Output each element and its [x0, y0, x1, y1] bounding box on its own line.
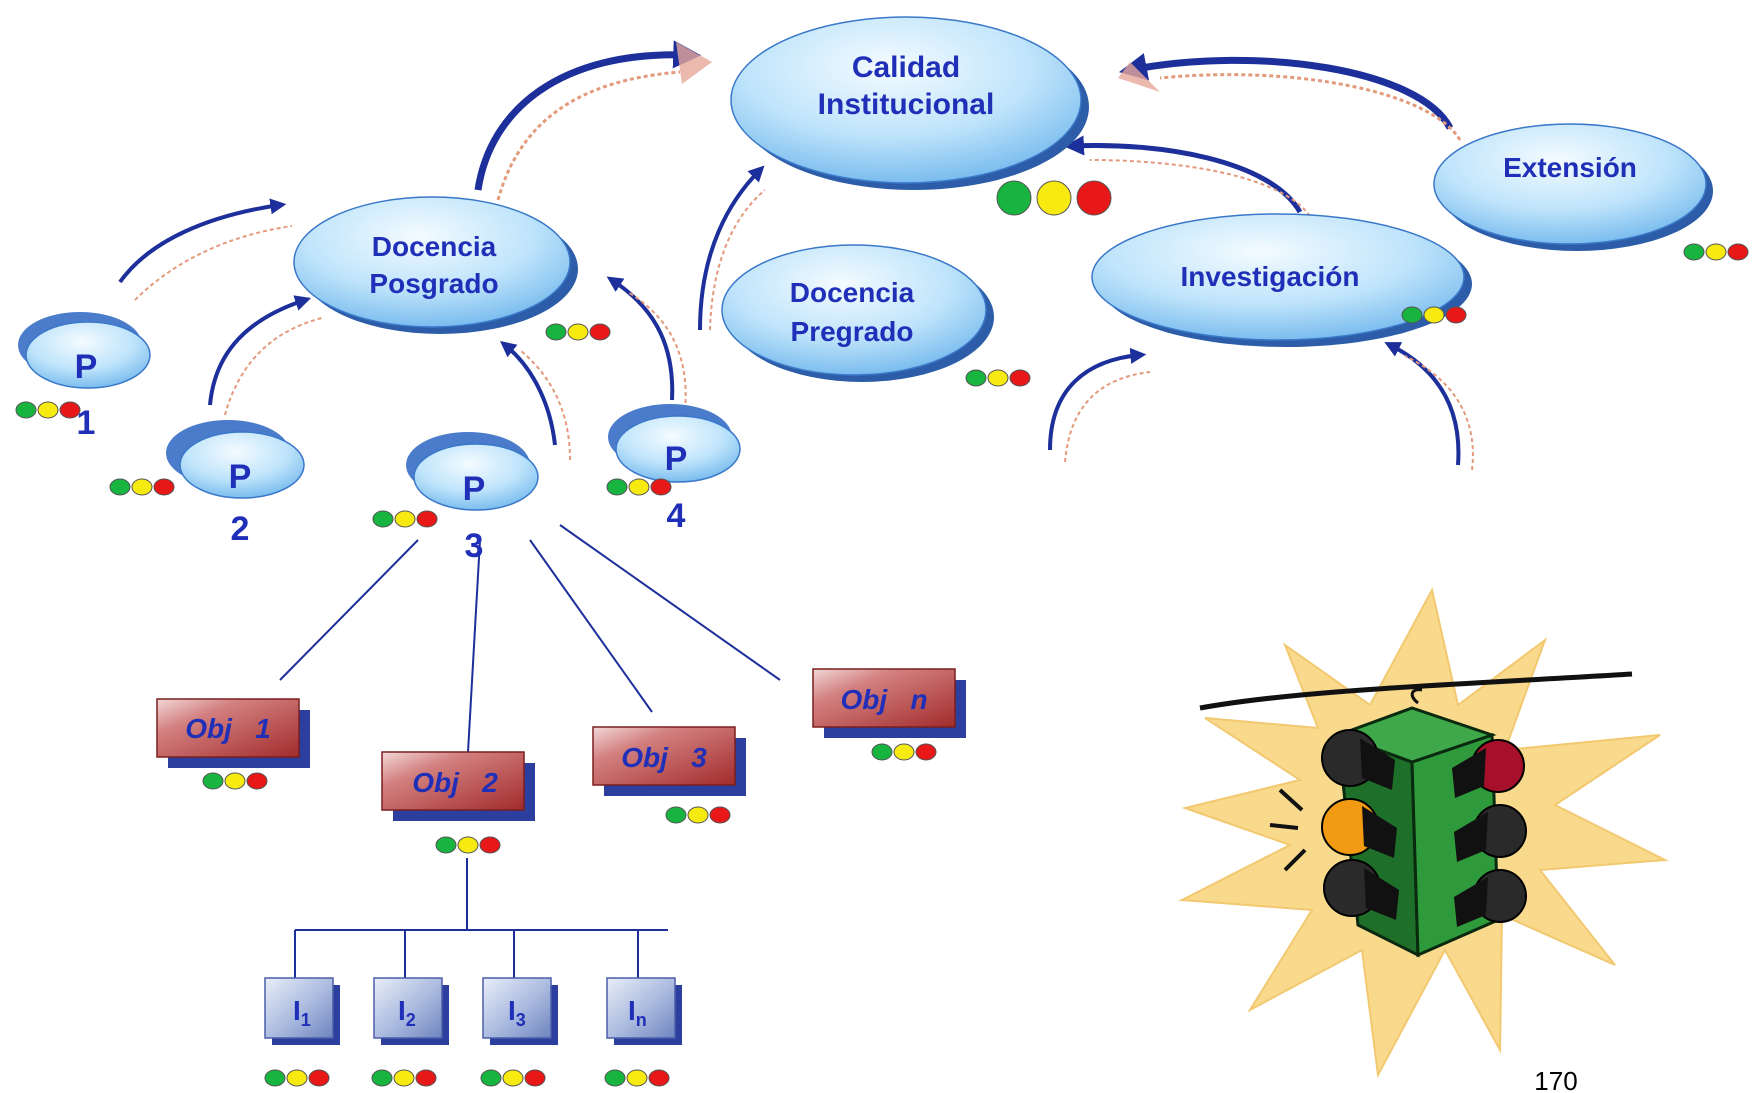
semaphore-extension [1683, 243, 1749, 261]
p2-number: 2 [231, 510, 250, 548]
indicator-n-letter: I [628, 995, 636, 1026]
semaphore-obj2 [435, 836, 501, 854]
semaphore-ind1 [264, 1069, 330, 1087]
program-p1: P 1 [18, 312, 151, 442]
connector-lines [279, 524, 781, 980]
node-docencia-pregrado: Docencia Pregrado [721, 244, 994, 382]
svg-text:I2: I2 [398, 995, 416, 1030]
calidad-line2: Institucional [818, 88, 995, 121]
svg-text:I1: I1 [293, 995, 311, 1030]
indicator-3: I3 [482, 977, 558, 1045]
node-extension: Extensión [1433, 123, 1713, 251]
semaphore-obj1 [202, 772, 268, 790]
semaphore-p2 [109, 478, 175, 496]
objective-n: Obj n [812, 668, 966, 738]
objective-2-label: Obj 2 [412, 767, 498, 798]
objective-2: Obj 2 [381, 751, 535, 821]
svg-text:In: In [628, 995, 647, 1030]
indicator-2-sub: 2 [406, 1010, 416, 1030]
semaphore-objn [871, 743, 937, 761]
p1-number: 1 [77, 404, 96, 442]
program-p3: P 3 [406, 432, 539, 565]
arrow-p2-to-posgrado [208, 295, 312, 406]
objective-1: Obj 1 [156, 698, 310, 768]
p4-letter: P [665, 440, 688, 478]
arrow-extension-to-calidad [1119, 53, 1454, 130]
node-investigacion: Investigación [1091, 213, 1472, 347]
pregrado-line1: Docencia [790, 277, 915, 308]
semaphore-p4 [606, 478, 672, 496]
arrow-right-to-investigacion [1384, 342, 1461, 466]
objective-3-label: Obj 3 [621, 742, 707, 773]
indicator-2: I2 [373, 977, 449, 1045]
indicator-1-letter: I [293, 995, 301, 1026]
node-docencia-posgrado: Docencia Posgrado [293, 196, 578, 334]
objective-n-label: Obj n [840, 684, 927, 715]
arrow-p4-to-posgrado [606, 276, 675, 401]
objective-3: Obj 3 [592, 726, 746, 796]
pregrado-line2: Pregrado [791, 316, 914, 347]
semaphore-p3 [372, 510, 438, 528]
indicator-n-sub: n [636, 1010, 647, 1030]
posgrado-line2: Posgrado [369, 268, 498, 299]
arrow-pregrado-to-calidad [698, 165, 765, 331]
page-number: 170 [1534, 1066, 1577, 1093]
p3-number: 3 [465, 527, 484, 565]
semaphore-calidad [996, 180, 1112, 216]
p4-number: 4 [667, 497, 686, 535]
semaphore-obj3 [665, 806, 731, 824]
extension-label: Extensión [1503, 152, 1637, 183]
p2-letter: P [229, 458, 252, 496]
program-p2: P 2 [166, 420, 305, 548]
p1-letter: P [75, 348, 98, 386]
investigacion-label: Investigación [1181, 261, 1360, 292]
indicator-3-sub: 3 [516, 1010, 526, 1030]
indicator-2-letter: I [398, 995, 406, 1026]
semaphore-indn [604, 1069, 670, 1087]
indicator-1: I1 [264, 977, 340, 1045]
semaphore-p1 [15, 401, 81, 419]
semaphore-investigacion [1401, 306, 1467, 324]
indicator-n: In [606, 977, 682, 1045]
arrow-p3-to-posgrado [500, 340, 557, 446]
arrow-posgrado-to-calidad [474, 40, 702, 191]
semaphore-ind3 [480, 1069, 546, 1087]
semaphore-posgrado [545, 323, 611, 341]
semaphore-ind2 [371, 1069, 437, 1087]
arrow-p1-to-posgrado [118, 198, 287, 284]
svg-text:I3: I3 [508, 995, 526, 1030]
semaphore-pregrado [965, 369, 1031, 387]
node-calidad-institucional: Calidad Institucional [730, 16, 1089, 190]
program-p4: P 4 [608, 404, 741, 535]
flow-arrows [118, 40, 1474, 471]
arrow-left-to-investigacion [1048, 347, 1147, 451]
indicator-1-sub: 1 [301, 1010, 311, 1030]
indicator-3-letter: I [508, 995, 516, 1026]
posgrado-line1: Docencia [372, 231, 497, 262]
arrow-investigacion-to-calidad [1064, 135, 1303, 214]
p3-letter: P [463, 470, 486, 508]
objective-1-label: Obj 1 [185, 713, 271, 744]
calidad-line1: Calidad [852, 51, 960, 84]
traffic-light-icon [1178, 587, 1669, 1079]
